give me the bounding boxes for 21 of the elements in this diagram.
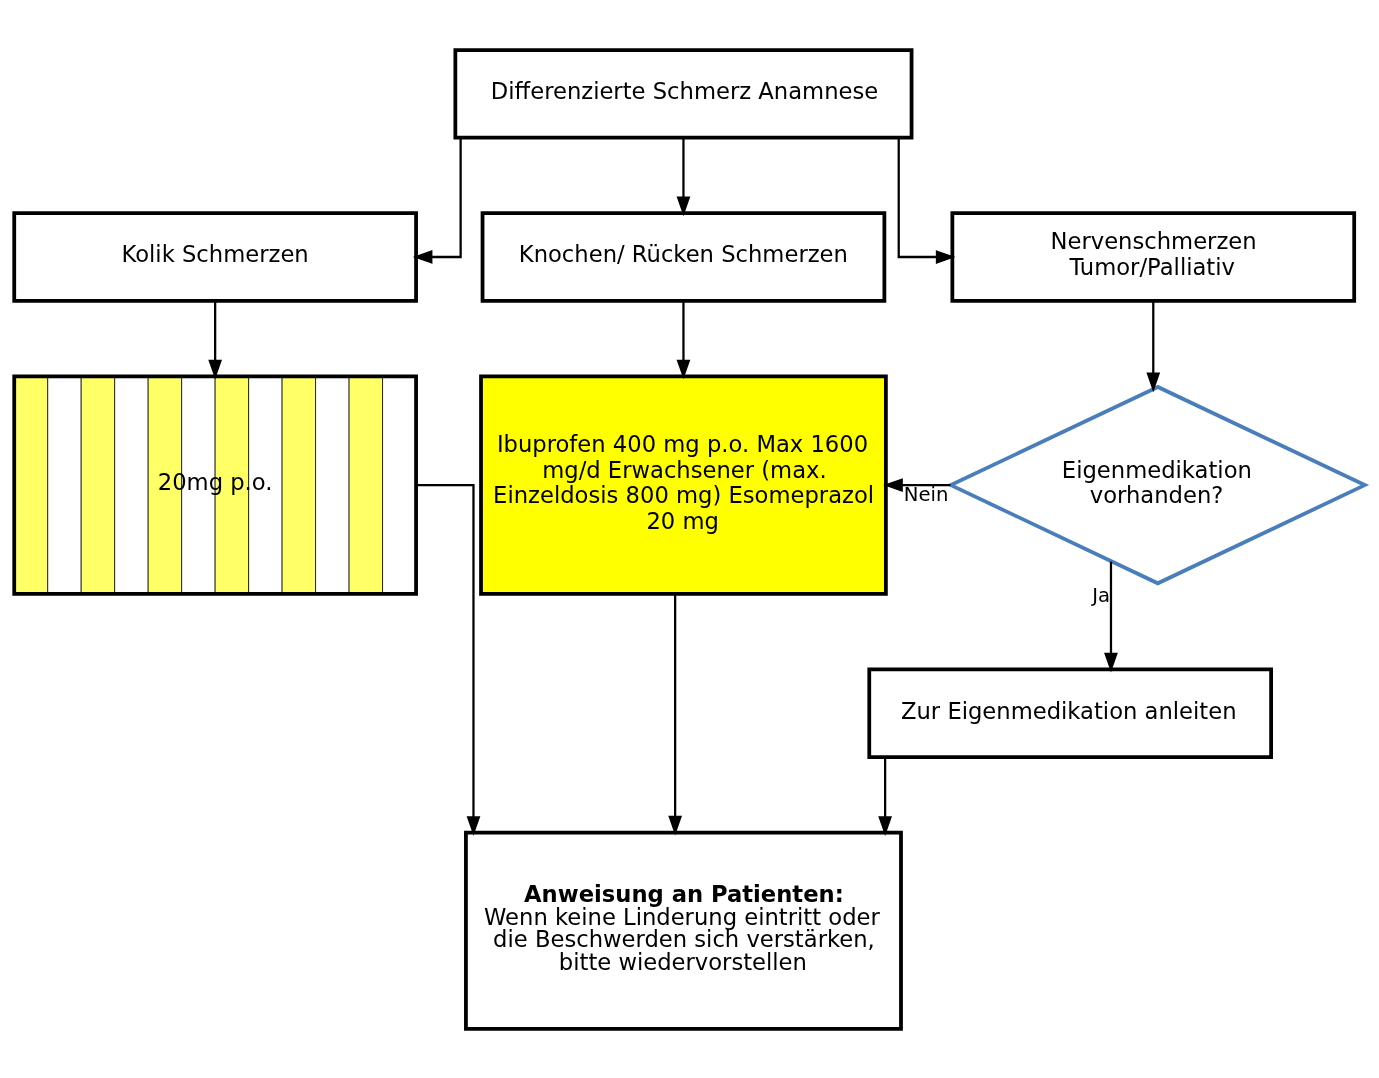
arrow: [878, 756, 892, 836]
node-box: Knochen/ Rücken Schmerzen: [480, 210, 887, 303]
node-box: Ibuprofen 400 mg p.o. Max 1600 mg/d Erwachsener (max. Einzeldosis 800 mg) Esomeprazol 20 mg: [479, 373, 888, 596]
node-box: Kolik Schmerzen: [12, 210, 418, 303]
node-box: Nervenschmerzen Tumor/Palliativ: [950, 210, 1357, 303]
arrow: [676, 300, 691, 379]
node-box: Zur Eigenmedikation anleiten: [867, 667, 1273, 759]
node-diamond: Eigenmedikation vorhanden?: [946, 384, 1370, 585]
arrow: [208, 300, 223, 379]
node-box: Differenzierte Schmerz Anamnese: [453, 47, 914, 140]
arrow: [412, 137, 462, 264]
arrow: [416, 483, 481, 836]
arrow: [897, 137, 956, 264]
arrow: [676, 137, 691, 216]
arrow: [668, 593, 683, 835]
arrow: [1104, 561, 1118, 673]
arrow: [883, 477, 951, 492]
edge-label: Nein: [903, 482, 949, 506]
arrow: [1146, 300, 1161, 392]
node-box: Anweisung an Patienten: Wenn keine Linderung eintritt oder die Beschwerden sich verstärken, bitte wiedervorstellen: [464, 830, 903, 1031]
edge-label: Ja: [1092, 583, 1111, 607]
